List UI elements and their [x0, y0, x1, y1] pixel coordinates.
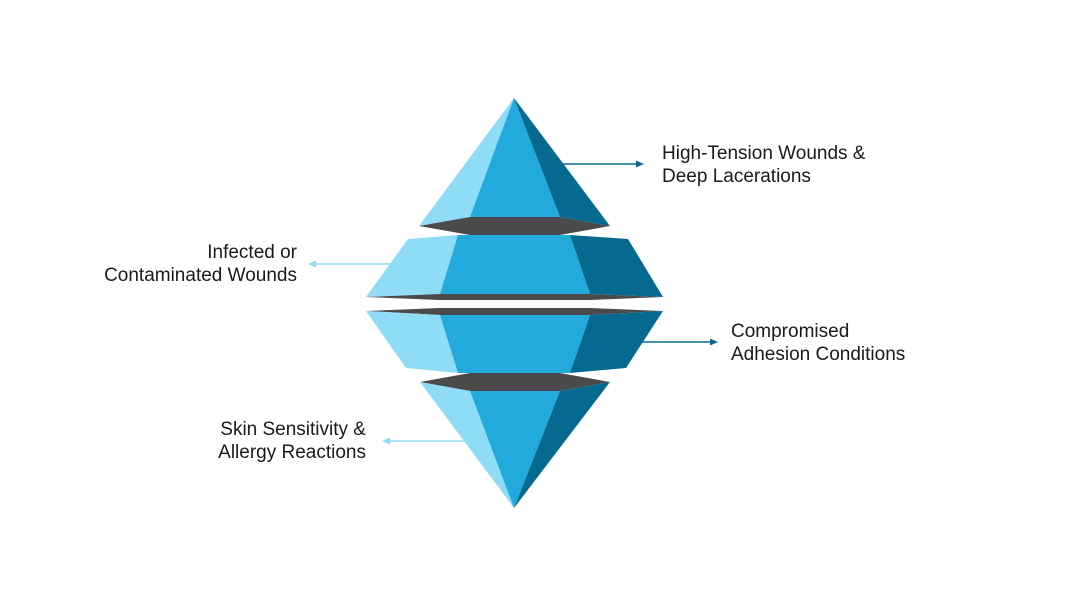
tier-3-left-facet [366, 311, 458, 373]
tier-1-segment [419, 98, 610, 235]
tier-2-segment [366, 235, 663, 300]
label-line: Skin Sensitivity & [220, 419, 366, 440]
tier-4-band [420, 373, 610, 391]
tier-1-band [419, 217, 610, 235]
label-line: High-Tension Wounds & [662, 143, 866, 164]
label-skin-sensitivity: Skin Sensitivity & Allergy Reactions [218, 418, 366, 464]
tier-2-right-facet [570, 235, 663, 297]
tier-2-band [366, 294, 663, 300]
label-infected-wounds: Infected or Contaminated Wounds [104, 241, 297, 287]
label-line: Infected or [207, 242, 297, 263]
tier-3-band [366, 308, 663, 315]
label-line: Deep Lacerations [662, 166, 811, 187]
tier-4-center-facet [470, 391, 560, 508]
tier-2-left-facet [366, 235, 458, 297]
label-line: Adhesion Conditions [731, 344, 906, 365]
label-line: Compromised [731, 321, 850, 342]
tier-4-segment [420, 373, 610, 508]
connector-4 [382, 437, 466, 445]
tier-1-center-facet [470, 98, 560, 217]
tier-4-left-facet [420, 382, 514, 508]
tier-4-right-facet [514, 382, 610, 508]
tier-2-center-facet [440, 235, 590, 294]
tier-3-segment [366, 308, 663, 373]
connector-3 [640, 338, 718, 346]
label-line: Contaminated Wounds [104, 265, 297, 286]
connector-2 [308, 260, 392, 268]
label-compromised-adhesion: Compromised Adhesion Conditions [731, 320, 905, 366]
tier-3-center-facet [440, 315, 590, 373]
label-line: Allergy Reactions [218, 442, 366, 463]
tier-1-right-facet [514, 98, 610, 226]
connector-1 [560, 160, 644, 168]
label-high-tension-wounds: High-Tension Wounds & Deep Lacerations [662, 142, 865, 188]
tier-3-right-facet [570, 311, 663, 373]
tier-1-left-facet [419, 98, 514, 226]
